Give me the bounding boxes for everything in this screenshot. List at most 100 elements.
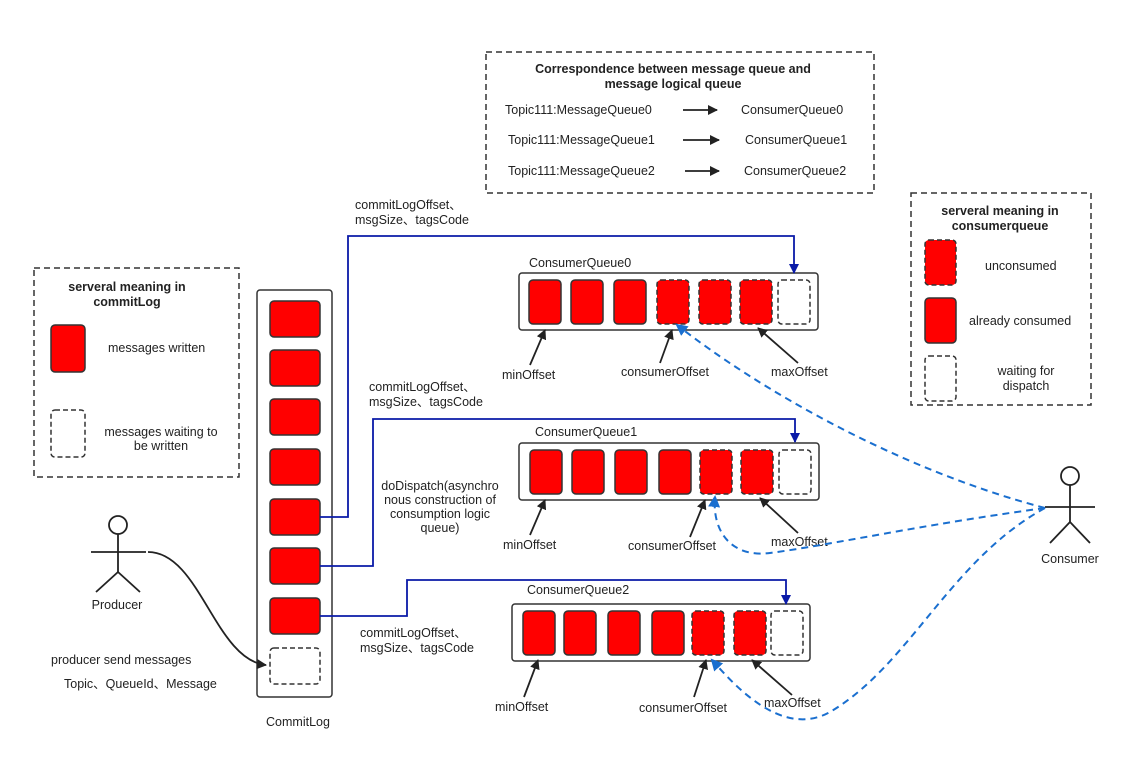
commitlog-legend: serveral meaning in commitLog messages w… (33, 267, 240, 478)
queue0-label: ConsumerQueue0 (529, 256, 631, 270)
queue-1-cell (699, 449, 733, 495)
dispatch-label-2-line1: commitLogOffset、 (360, 626, 467, 640)
q2-min-label: minOffset (495, 700, 549, 714)
mapping-to-0: ConsumerQueue0 (741, 103, 843, 117)
queue-0-cell (777, 279, 811, 325)
queue-2-cell (691, 610, 725, 656)
q0-consumer-label: consumerOffset (621, 365, 710, 379)
legend-waiting-write-line1: messages waiting to (104, 425, 217, 439)
q2-max-arrow (751, 659, 793, 696)
queue-0-cell (739, 279, 773, 325)
consumerqueue-legend: serveral meaning in consumerqueue uncons… (910, 192, 1092, 406)
offset-pointers (523, 327, 799, 698)
consumer-actor (1045, 466, 1095, 544)
producer-send-line2: Topic、QueueId、Message (64, 677, 217, 691)
queue-1-cell (571, 449, 605, 495)
mapping-to-1: ConsumerQueue1 (745, 133, 847, 147)
q1-consumer-arrow (689, 499, 707, 538)
producer-send-line1: producer send messages (51, 653, 191, 667)
producer-actor (91, 515, 146, 593)
queue-0-cell (698, 279, 732, 325)
commitlog-legend-title-line1: serveral meaning in (68, 280, 185, 294)
consumer-leg-left (1049, 521, 1071, 544)
legend-waiting-write-line2: be written (134, 439, 188, 453)
queue-1-cell (529, 449, 563, 495)
queue-2-cell (563, 610, 597, 656)
consumer-queue-1-container (518, 442, 820, 501)
legend-waiting-dispatch-line2: dispatch (1003, 379, 1050, 393)
legend-written-swatch (50, 324, 86, 373)
consumerqueue-legend-border (910, 192, 1092, 406)
q0-max-arrow (757, 327, 799, 364)
legend-consumed-swatch (924, 297, 957, 344)
dispatch-label-2-line2: msgSize、tagsCode (360, 641, 474, 655)
queue1-label: ConsumerQueue1 (535, 425, 637, 439)
legend-unconsumed-swatch (924, 239, 957, 286)
consumer-pull-lines (675, 323, 1046, 721)
mapping-from-1: Topic111:MessageQueue1 (508, 133, 655, 147)
dispatch-line-queue0 (320, 235, 799, 518)
dispatch-line-queue2 (320, 579, 791, 617)
q1-min-arrow (529, 499, 547, 536)
legend-consumed-label: already consumed (969, 314, 1071, 328)
q0-max-label: maxOffset (771, 365, 828, 379)
correspondence-title-line1: Correspondence between message queue and (535, 62, 811, 76)
dodispatch-line2: nous construction of (384, 493, 496, 507)
queue-2-cell (733, 610, 767, 656)
consumer-line-queue0 (675, 323, 1046, 509)
commitlog-label: CommitLog (266, 715, 330, 729)
commitlog-message-slot (269, 300, 321, 338)
consumer-leg-right (1069, 521, 1091, 544)
queue-2-cell (770, 610, 804, 656)
consumerqueue-legend-title-line1: serveral meaning in (941, 204, 1058, 218)
queue-1-cell (778, 449, 812, 495)
dispatch-label-1-line1: commitLogOffset、 (369, 380, 476, 394)
q2-min-arrow (523, 659, 540, 698)
dispatch-line-queue1 (320, 418, 800, 567)
commitlog-message-slot (269, 398, 321, 436)
dispatch-lines (320, 235, 800, 617)
dispatch-label-0-line2: msgSize、tagsCode (355, 213, 469, 227)
q2-max-label: maxOffset (764, 696, 821, 710)
commitlog-message-slot (269, 597, 321, 635)
correspondence-legend-border (485, 51, 875, 194)
q1-max-label: maxOffset (771, 535, 828, 549)
mapping-from-2: Topic111:MessageQueue2 (508, 164, 655, 178)
commitlog-container (256, 289, 333, 698)
queue2-label: ConsumerQueue2 (527, 583, 629, 597)
commitlog-message-slot (269, 448, 321, 486)
commitlog-legend-title-line2: commitLog (93, 295, 160, 309)
legend-written-label: messages written (108, 341, 205, 355)
dispatch-label-1-line2: msgSize、tagsCode (369, 395, 483, 409)
commitlog-message-slot (269, 498, 321, 536)
consumer-label: Consumer (1041, 552, 1099, 566)
q0-min-label: minOffset (502, 368, 556, 382)
queue-0-cell (656, 279, 690, 325)
commitlog-message-slot (269, 647, 321, 685)
legend-waiting-dispatch-swatch (924, 355, 957, 402)
legend-unconsumed-label: unconsumed (985, 259, 1057, 273)
dodispatch-line3: consumption logic (390, 507, 490, 521)
consumer-line-queue2 (710, 507, 1046, 721)
commitlog-message-slot (269, 349, 321, 387)
q2-consumer-label: consumerOffset (639, 701, 728, 715)
mapping-from-0: Topic111:MessageQueue0 (505, 103, 652, 117)
queue-0-cell (613, 279, 647, 325)
q1-consumer-label: consumerOffset (628, 539, 717, 553)
dodispatch-line4: queue) (421, 521, 460, 535)
producer-label: Producer (92, 598, 143, 612)
consumerqueue-legend-title-line2: consumerqueue (952, 219, 1049, 233)
queue-2-cell (522, 610, 556, 656)
queue-0-cell (570, 279, 604, 325)
queue-2-cell (651, 610, 685, 656)
consumer-queues (511, 272, 820, 662)
producer-head (108, 515, 128, 535)
legend-waiting-write-swatch (50, 409, 86, 458)
queue-1-cell (614, 449, 648, 495)
producer-leg-left (95, 571, 119, 593)
queue-1-cell (740, 449, 774, 495)
correspondence-legend: Correspondence between message queue and… (485, 51, 875, 194)
q1-max-arrow (759, 497, 799, 534)
q0-min-arrow (529, 329, 547, 366)
